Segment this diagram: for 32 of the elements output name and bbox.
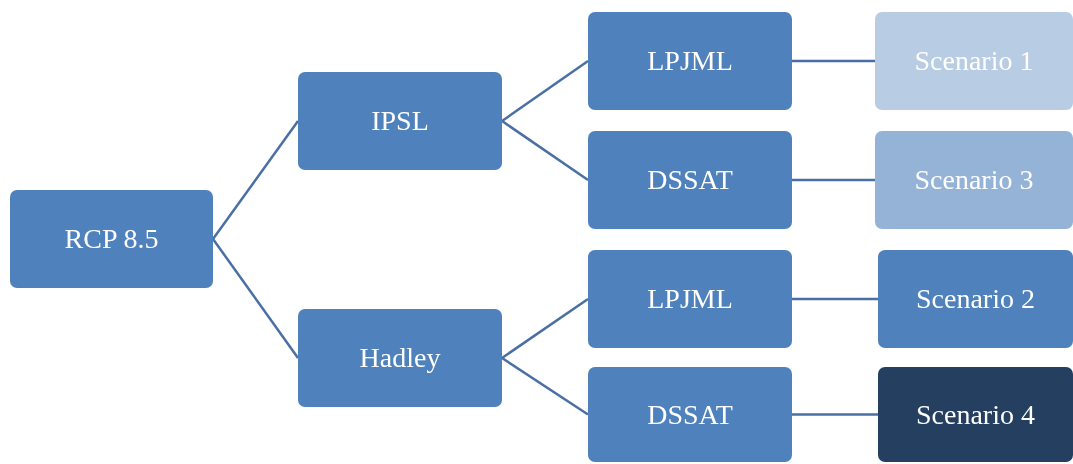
box-label: LPJML (647, 45, 733, 77)
box-label: Scenario 4 (916, 398, 1035, 431)
connector-line (501, 356, 589, 416)
model-box (588, 131, 792, 229)
model-box (878, 367, 1073, 462)
connector-line (501, 59, 589, 123)
box-label: Scenario 2 (916, 283, 1035, 315)
connector-line (792, 59, 875, 63)
connector-line (792, 297, 878, 301)
model-box (588, 367, 792, 462)
box-label: DSSAT (647, 398, 733, 431)
connector-line (501, 119, 589, 182)
box-label: Scenario 3 (914, 164, 1034, 196)
connector-line (792, 413, 878, 416)
model-box (298, 72, 502, 170)
box-label: LPJML (647, 283, 733, 315)
box-label: Scenario 1 (914, 45, 1034, 77)
model-box (875, 131, 1073, 229)
connector-line (212, 238, 299, 359)
connector-line (212, 120, 299, 240)
model-box (875, 12, 1073, 110)
box-label: IPSL (371, 105, 429, 137)
model-box (588, 12, 792, 110)
box-label: RCP 8.5 (64, 223, 159, 255)
connector-line (501, 297, 589, 360)
box-label: Hadley (359, 342, 441, 374)
model-box (878, 250, 1073, 348)
model-box (10, 190, 213, 288)
model-box (298, 309, 502, 407)
model-box (588, 250, 792, 348)
connector-line (792, 178, 875, 182)
box-label: DSSAT (647, 164, 733, 196)
